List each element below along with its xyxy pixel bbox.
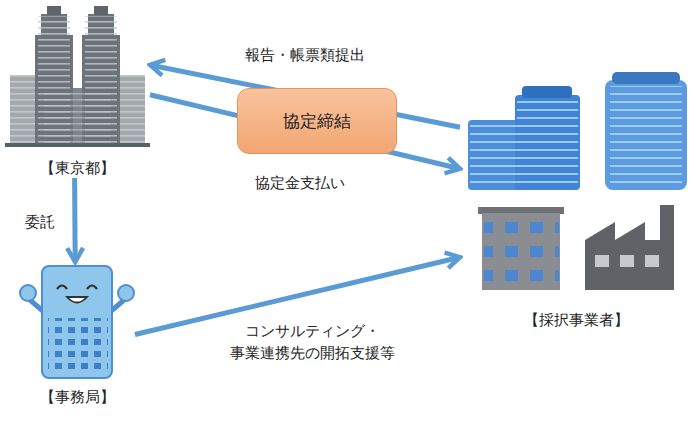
organization-node: 【東京都】 xyxy=(5,8,150,178)
node-label: 【事務局】 xyxy=(40,387,115,407)
city-hall-illustration-part xyxy=(94,6,108,15)
office-character-illustration-part xyxy=(20,285,36,301)
edge-label: 協定金支払い xyxy=(210,172,390,194)
flow-arrow xyxy=(72,178,78,262)
companies-illustration-part xyxy=(645,255,659,267)
city-hall-illustration-part xyxy=(40,88,115,145)
companies-illustration-part xyxy=(610,86,682,186)
companies-illustration-part xyxy=(484,215,559,287)
office-character-illustration-part xyxy=(87,286,97,290)
companies-illustration xyxy=(468,72,687,290)
city-hall-illustration-part xyxy=(47,6,61,15)
companies-illustration-part xyxy=(585,205,674,290)
office-character-illustration xyxy=(20,266,134,378)
city-hall-illustration-part xyxy=(44,92,111,144)
node-label: 【採択事業者】 xyxy=(524,310,629,330)
office-character-illustration-part xyxy=(118,285,134,301)
city-hall-illustration-part xyxy=(5,143,150,147)
city-hall-illustration xyxy=(5,6,150,147)
companies-illustration-part xyxy=(470,122,578,188)
companies-illustration-part xyxy=(482,213,560,290)
edge-label: 報告・帳票類提出 xyxy=(215,44,395,66)
edge-label: コンサルティング・ 事業連携先の開拓支援等 xyxy=(207,320,417,364)
edge-label: 委託 xyxy=(10,211,70,233)
office-character-illustration-part xyxy=(67,297,87,303)
organization-node: 【事務局】 xyxy=(20,262,135,407)
office-character-illustration-part xyxy=(42,266,112,378)
companies-illustration-part xyxy=(612,72,680,84)
companies-illustration-part xyxy=(620,255,634,267)
companies-illustration-part xyxy=(522,86,572,98)
node-label: 【東京都】 xyxy=(40,158,115,178)
companies-illustration-part xyxy=(605,80,687,190)
node-label: 協定締結 xyxy=(283,111,351,131)
office-character-illustration-part xyxy=(48,318,108,374)
companies-illustration-part xyxy=(478,207,564,214)
organization-node: 【採択事業者】 xyxy=(460,70,692,330)
agreement-box: 協定締結 xyxy=(237,88,397,154)
companies-illustration-part xyxy=(517,98,578,122)
office-character-illustration-part xyxy=(57,286,67,290)
companies-illustration-part xyxy=(595,255,609,267)
